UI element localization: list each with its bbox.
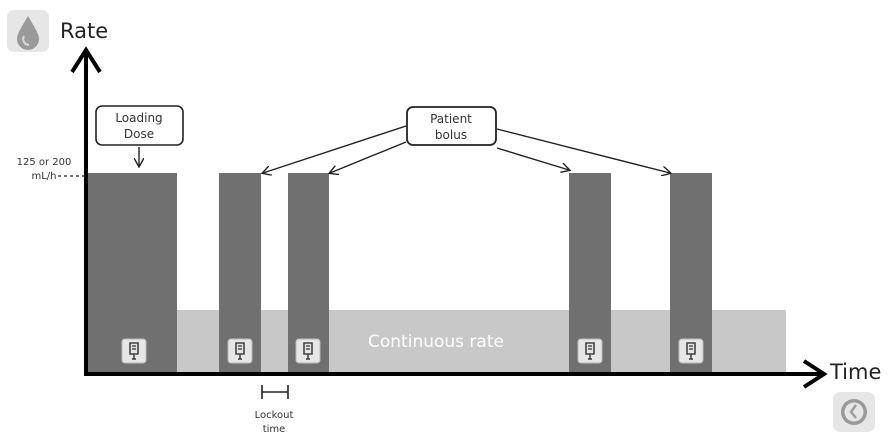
iv-pump-icon <box>678 338 704 364</box>
continuous-rate-label: Continuous rate <box>368 332 504 352</box>
iv-pump-icon <box>577 338 603 364</box>
iv-pump-icon <box>121 338 147 364</box>
lockout-line1: Lockout <box>255 410 294 421</box>
lockout-line2: time <box>263 424 286 435</box>
lockout-time-indicator: Lockout time <box>255 385 294 435</box>
clock-icon <box>833 392 875 432</box>
iv-pump-icon <box>227 338 253 364</box>
x-axis-label: Time <box>829 360 881 384</box>
x-axis <box>84 359 828 389</box>
y-axis-label: Rate <box>60 19 108 43</box>
loading-dose-line1: Loading <box>115 111 162 125</box>
loading-dose-callout: Loading Dose <box>95 105 184 166</box>
loading-dose-line2: Dose <box>124 127 154 141</box>
droplet-icon <box>7 10 49 52</box>
iv-pump-icon <box>295 338 321 364</box>
y-axis <box>70 46 102 375</box>
y-tick-line1: 125 or 200 <box>17 157 72 168</box>
y-tick-line2: mL/h <box>31 171 56 182</box>
patient-bolus-line1: Patient <box>430 112 472 126</box>
patient-bolus-callout: Patient bolus <box>263 106 670 173</box>
patient-bolus-line2: bolus <box>435 128 467 142</box>
